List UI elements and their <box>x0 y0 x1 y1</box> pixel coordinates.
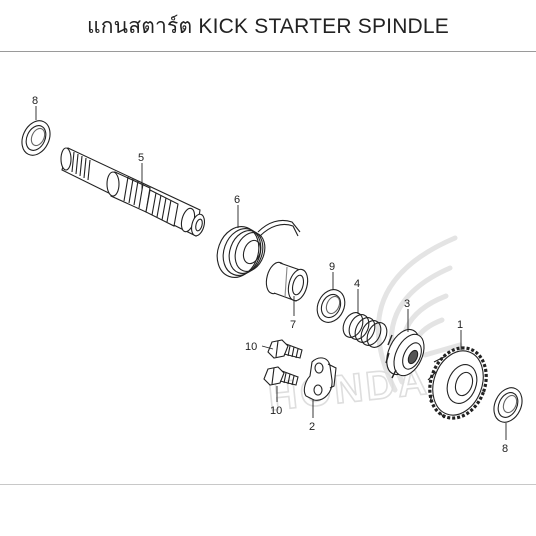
washer-part-8-top <box>21 120 51 156</box>
header-divider <box>0 51 536 52</box>
callout-8-bottom: 8 <box>502 443 508 455</box>
callout-2: 2 <box>309 421 315 433</box>
callout-9: 9 <box>329 261 335 273</box>
spindle-part-5 <box>60 147 206 237</box>
footer-divider <box>0 484 536 485</box>
callout-10-upper: 10 <box>245 341 257 353</box>
parts-diagram-svg: HONDA <box>21 95 523 455</box>
return-spring-part-6 <box>216 219 301 278</box>
page-title: แกนสตาร์ต KICK STARTER SPINDLE <box>86 14 450 38</box>
bolt-part-10-lower <box>263 366 299 386</box>
callout-1: 1 <box>457 319 463 331</box>
parts-diagram: HONDA <box>0 52 536 484</box>
friction-spring-part-4 <box>342 312 388 348</box>
washer-part-8-bottom <box>493 387 523 423</box>
callout-8-top: 8 <box>32 95 38 107</box>
leader-lines <box>35 106 507 440</box>
callout-labels: 8 5 6 9 4 3 1 7 10 10 2 8 <box>32 95 508 455</box>
callout-4: 4 <box>354 278 360 290</box>
callout-5: 5 <box>138 152 144 164</box>
ratchet-part-3 <box>385 328 425 379</box>
callout-7: 7 <box>290 319 296 331</box>
guide-plate-part-2 <box>303 357 337 401</box>
bolt-part-10-upper <box>267 339 303 359</box>
kick-starter-gear-part-1 <box>427 346 488 420</box>
page-header: แกนสตาร์ต KICK STARTER SPINDLE <box>0 0 536 52</box>
washer-part-9 <box>316 289 346 323</box>
callout-10-lower: 10 <box>270 405 282 417</box>
callout-3: 3 <box>404 298 410 310</box>
collar-part-7 <box>265 261 309 302</box>
callout-6: 6 <box>234 194 240 206</box>
